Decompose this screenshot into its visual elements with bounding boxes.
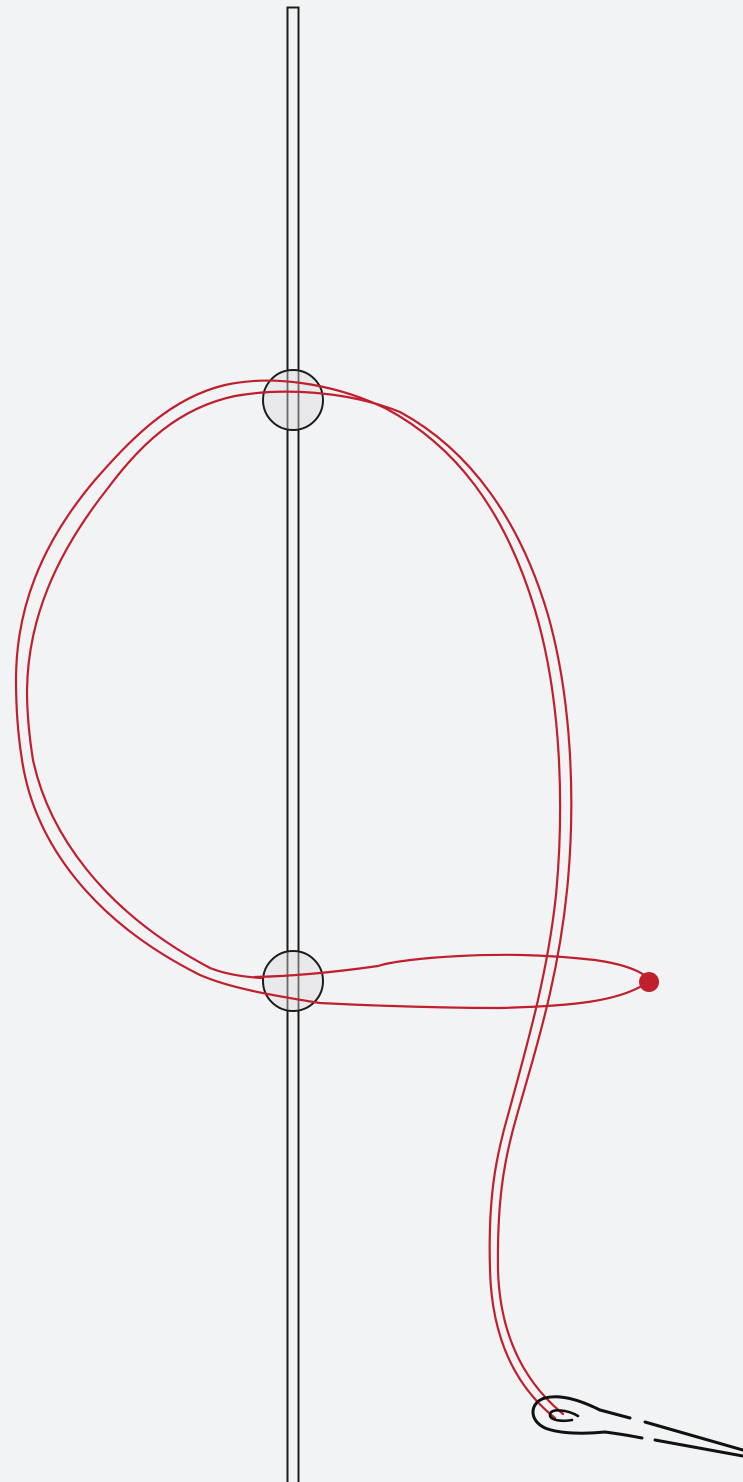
needle-eye-slot <box>550 1410 578 1420</box>
rod-body <box>288 8 299 1482</box>
vertical-rod <box>288 8 299 1482</box>
thread-end-knot <box>639 972 659 992</box>
needle-shaft-top <box>600 1410 630 1418</box>
thread-strand-outer <box>16 381 648 1418</box>
upper-hole <box>263 370 323 430</box>
needle-shaft-bottom <box>655 1440 743 1456</box>
sewing-needle <box>533 1397 743 1456</box>
double-red-thread-loop <box>16 381 648 1418</box>
